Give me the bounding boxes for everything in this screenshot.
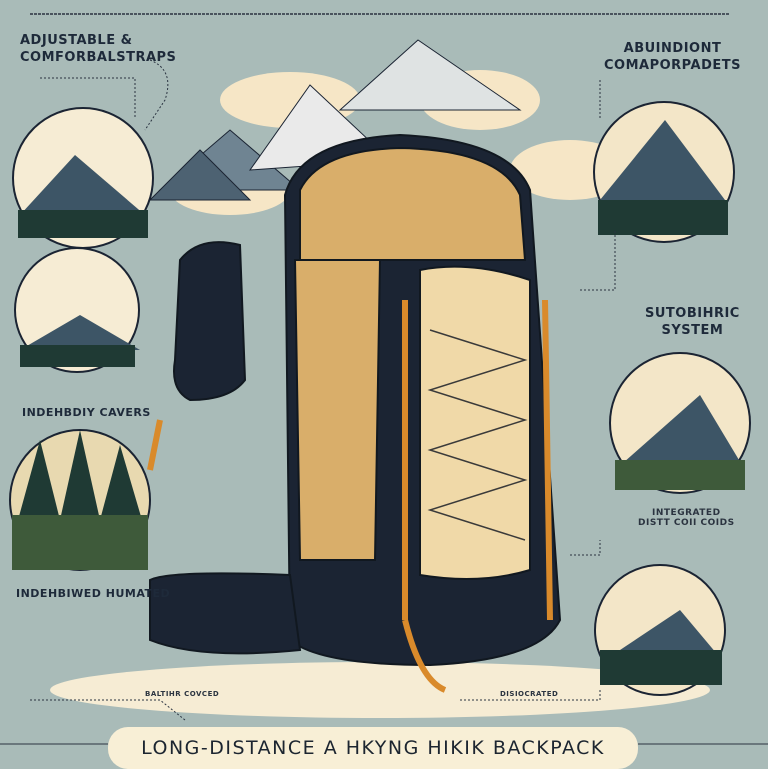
label-system-line1: SUTOBIHRIC (645, 306, 740, 321)
note-bottom-right: DISIOCRATED (500, 690, 559, 698)
bungee-cord (427, 329, 528, 541)
side-panel (293, 259, 382, 561)
label-system: SUTOBIHRIC SYSTEM (645, 305, 740, 339)
callout-lines (30, 59, 616, 721)
shoulder-strap (173, 241, 247, 402)
label-covers: INDEHBDIY CAVERS (22, 406, 151, 419)
backpack (149, 133, 562, 667)
label-integrated-line1: INTEGRATED (652, 508, 721, 518)
orange-straps (147, 299, 553, 693)
title-banner: LONG-DISTANCE A HKYNG HIKIK BACKPACK (108, 727, 638, 769)
note-bottom-left: BALTIHR COVCED (145, 690, 220, 698)
label-straps-line1: ADJUSTABLE & (20, 33, 133, 48)
label-straps-line2: COMFORBALSTRAPS (20, 50, 177, 65)
label-integrated-line2: DISTT COII COIDS (638, 518, 735, 528)
top-lid (299, 146, 527, 261)
label-compartments-line1: ABUINDIONT (623, 41, 722, 56)
label-system-line2: SYSTEM (661, 323, 724, 338)
hip-belt (149, 572, 302, 655)
label-humated: INDEHBIWED HUMATED (16, 587, 171, 600)
label-compartments: ABUINDIONT COMAPORPADETS (604, 40, 741, 74)
title-text: LONG-DISTANCE A HKYNG HIKIK BACKPACK (141, 737, 605, 759)
label-compartments-line2: COMAPORPADETS (604, 58, 741, 73)
ground (50, 662, 710, 718)
label-straps: ADJUSTABLE & COMFORBALSTRAPS (20, 32, 176, 66)
front-panel (419, 265, 531, 580)
label-integrated: INTEGRATED DISTT COII COIDS (638, 508, 735, 528)
